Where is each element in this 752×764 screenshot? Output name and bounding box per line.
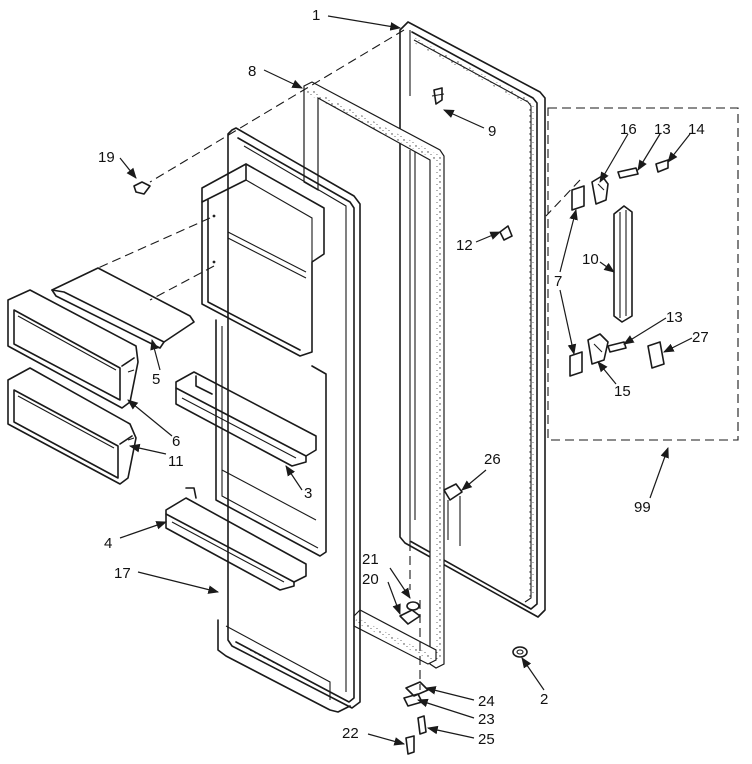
dairy-door-cover <box>51 267 195 349</box>
label-26: 26 <box>484 451 501 468</box>
screw-25 <box>417 715 427 735</box>
door-gasket <box>303 81 445 669</box>
screw-22 <box>405 735 415 755</box>
label-14: 14 <box>688 121 705 138</box>
handle-kit-box <box>547 107 739 441</box>
callout-leaders <box>119 15 693 746</box>
label-11: 11 <box>168 453 184 470</box>
label-24: 24 <box>478 693 495 710</box>
dairy-bin-lower <box>7 367 137 485</box>
label-9: 9 <box>488 123 496 140</box>
label-20: 20 <box>362 571 379 588</box>
label-1: 1 <box>312 7 320 24</box>
screw-13-upper <box>617 167 639 179</box>
label-17: 17 <box>114 565 131 582</box>
label-25: 25 <box>478 731 495 748</box>
label-16: 16 <box>620 121 637 138</box>
label-7: 7 <box>554 273 562 290</box>
handle-bracket-26 <box>443 483 463 546</box>
label-8: 8 <box>248 63 256 80</box>
door-shelf-upper <box>175 371 317 467</box>
door-closer-cam <box>499 225 513 241</box>
handle-end-15 <box>587 333 609 365</box>
label-3: 3 <box>304 485 312 502</box>
label-19: 19 <box>98 149 115 166</box>
label-4: 4 <box>104 535 112 552</box>
label-2: 2 <box>540 691 548 708</box>
bottom-hinge-bushing-2 <box>512 646 528 658</box>
label-5: 5 <box>152 371 160 388</box>
label-22: 22 <box>342 725 359 742</box>
label-15: 15 <box>614 383 631 400</box>
label-6: 6 <box>172 433 180 450</box>
door-stop-pin <box>431 87 445 105</box>
label-10: 10 <box>582 251 599 268</box>
screw-13-lower <box>607 341 627 353</box>
label-12: 12 <box>456 237 473 254</box>
clip-27 <box>647 341 665 369</box>
callout-labels: 1 2 3 4 5 6 7 8 9 10 11 12 13 13 14 15 1… <box>98 7 709 748</box>
dairy-bin-upper <box>7 289 139 409</box>
hinge-bushing <box>133 181 151 195</box>
handle-insert-10 <box>613 205 633 323</box>
liner-dairy-compartment <box>201 163 327 557</box>
assembly-guide-lines <box>97 29 581 690</box>
cam-20 <box>399 609 421 625</box>
handle-cap-upper-7 <box>571 185 585 211</box>
washer-21 <box>406 601 420 611</box>
label-23: 23 <box>478 711 495 728</box>
handle-cap-lower-7 <box>569 351 583 377</box>
label-13-upper: 13 <box>654 121 671 138</box>
outer-door-panel <box>399 21 546 618</box>
handle-end-16 <box>591 175 609 205</box>
plug-14 <box>655 159 669 173</box>
door-liner <box>217 127 361 713</box>
label-99: 99 <box>634 499 651 516</box>
label-13-lower: 13 <box>666 309 683 326</box>
label-21: 21 <box>362 551 379 568</box>
label-27: 27 <box>692 329 709 346</box>
